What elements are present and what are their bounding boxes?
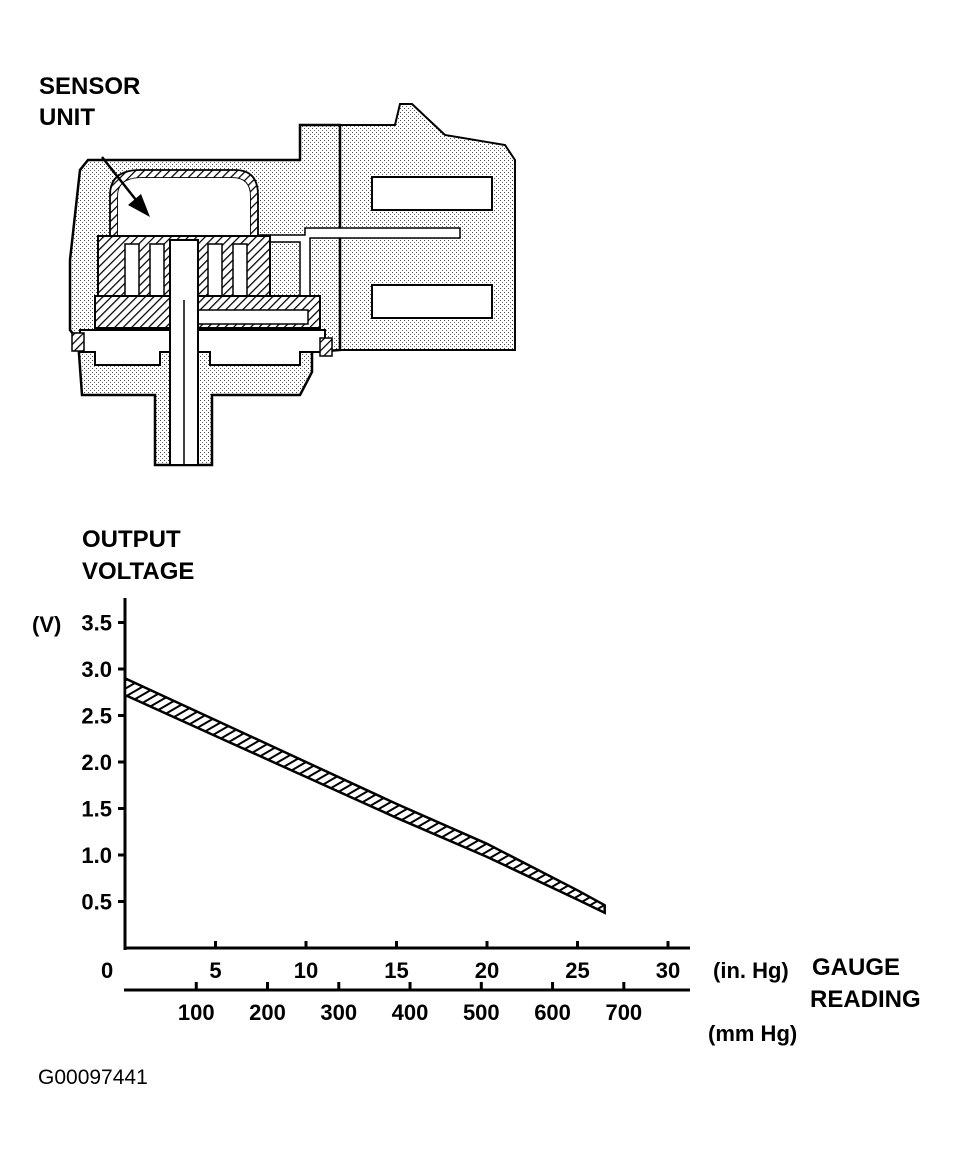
sensor-unit-label-line1: SENSOR bbox=[39, 73, 140, 100]
sensor-cavity bbox=[118, 178, 250, 238]
x-tick-group-inhg: 5 10 15 20 25 30 bbox=[209, 941, 680, 983]
x-tick-label-inhg: 5 bbox=[209, 958, 221, 983]
y-tick-label: 2.5 bbox=[81, 704, 112, 729]
y-tick-group: 3.5 3.0 2.5 2.0 1.5 1.0 0.5 bbox=[81, 611, 125, 915]
figure-id: G00097441 bbox=[38, 1066, 148, 1089]
x-tick-label-mmhg: 600 bbox=[534, 1000, 571, 1025]
x-tick-label-mmhg: 400 bbox=[392, 1000, 429, 1025]
y-tick-label: 1.0 bbox=[81, 843, 112, 868]
chart-title-line2: VOLTAGE bbox=[82, 558, 194, 585]
x-tick-label-mmhg: 100 bbox=[178, 1000, 215, 1025]
y-tick-label: 3.5 bbox=[81, 611, 112, 636]
y-tick-label: 3.0 bbox=[81, 657, 112, 682]
connector-socket-lower bbox=[371, 284, 493, 319]
sensor-unit-label-line2: UNIT bbox=[39, 104, 95, 131]
x-unit-inhg: (in. Hg) bbox=[713, 958, 789, 983]
voltage-output-band bbox=[123, 676, 606, 915]
chart-title-line1: OUTPUT bbox=[82, 526, 181, 553]
x-unit-mmhg: (mm Hg) bbox=[708, 1021, 797, 1046]
x-tick-label-mmhg: 700 bbox=[605, 1000, 642, 1025]
y-tick-label: 1.5 bbox=[81, 797, 112, 822]
seal-right bbox=[319, 337, 333, 357]
voltage-chart: OUTPUT VOLTAGE (V) 3.5 3.0 2.5 2.0 1.5 1.0 0.5… bbox=[32, 526, 921, 1046]
x-axis-title-line1: GAUGE bbox=[812, 954, 900, 981]
x-tick-label-inhg: 30 bbox=[656, 958, 680, 983]
x-tick-label-inhg: 25 bbox=[565, 958, 589, 983]
seal-left bbox=[71, 332, 85, 352]
x-tick-label-inhg: 15 bbox=[384, 958, 408, 983]
x-tick-group-mmhg: 100 200 300 400 500 600 700 bbox=[178, 982, 642, 1025]
connector-socket-upper bbox=[371, 176, 493, 211]
leader-arrowhead bbox=[128, 194, 150, 217]
x-tick-label-inhg: 20 bbox=[475, 958, 499, 983]
y-unit-label: (V) bbox=[32, 612, 61, 637]
y-tick-label: 2.0 bbox=[81, 750, 112, 775]
terminal-pin bbox=[259, 227, 461, 301]
origin-label: 0 bbox=[101, 958, 113, 983]
x-axis-title-line2: READING bbox=[810, 986, 921, 1013]
sensor-cross-section: SENSOR UNIT bbox=[39, 73, 516, 467]
x-tick-label-mmhg: 200 bbox=[249, 1000, 286, 1025]
y-tick-label: 0.5 bbox=[81, 890, 112, 915]
lower-plate-slot bbox=[197, 309, 309, 325]
x-tick-label-mmhg: 300 bbox=[320, 1000, 357, 1025]
x-tick-label-inhg: 10 bbox=[294, 958, 318, 983]
x-tick-label-mmhg: 500 bbox=[463, 1000, 500, 1025]
sensor-label-leader bbox=[101, 156, 141, 206]
